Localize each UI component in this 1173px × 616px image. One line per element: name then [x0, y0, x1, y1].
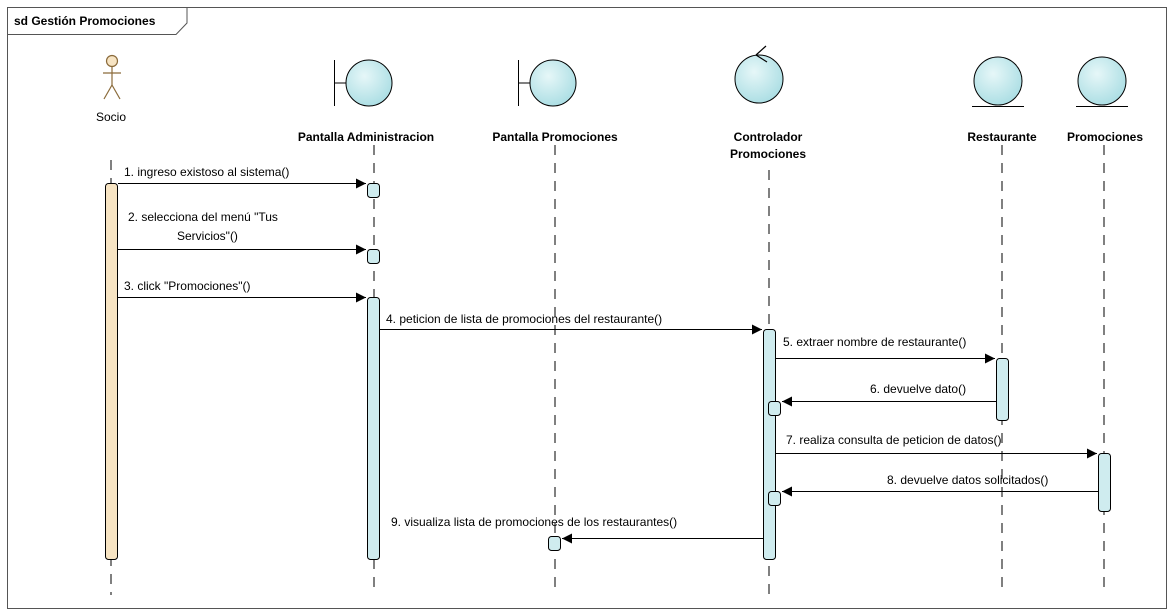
participant-label: Restaurante — [967, 130, 1037, 144]
message-label-2-line2: Servicios"() — [177, 229, 238, 243]
message-label-6: 6. devuelve dato() — [870, 382, 966, 396]
participant-label-line2: Promociones — [730, 147, 806, 161]
activation-admin-3 — [367, 297, 380, 560]
participant-pantalla-administracion: Pantalla Administracion — [298, 59, 434, 144]
message-label-3: 3. click "Promociones"() — [124, 279, 251, 293]
activation-controlador-return-2 — [768, 491, 781, 506]
participant-pantalla-promociones: Pantalla Promociones — [492, 59, 618, 144]
entity-icon — [972, 56, 1024, 107]
message-label-9: 9. visualiza lista de promociones de los… — [391, 515, 677, 529]
activation-controlador — [763, 329, 776, 560]
diagram-frame: sd Gestión Promociones — [7, 7, 1167, 609]
activation-admin-1 — [367, 183, 380, 198]
frame-title: sd Gestión Promociones — [14, 14, 156, 28]
message-label-7: 7. realiza consulta de peticion de datos… — [786, 433, 1001, 447]
participant-label-line1: Controlador — [734, 130, 803, 144]
activations — [105, 183, 1111, 560]
participant-label: Pantalla Promociones — [492, 130, 618, 144]
entity-icon — [1076, 56, 1128, 107]
message-labels: 1. ingreso existoso al sistema() 2. sele… — [124, 165, 1048, 529]
participant-label: Promociones — [1067, 130, 1143, 144]
activation-promociones — [1098, 453, 1111, 512]
participant-label: Pantalla Administracion — [298, 130, 434, 144]
message-label-8: 8. devuelve datos solicitados() — [887, 473, 1048, 487]
participant-promociones: Promociones — [1067, 56, 1143, 144]
actor-socio: Socio — [96, 54, 126, 124]
activation-pantalla-promociones — [548, 536, 561, 551]
message-label-2-line1: 2. selecciona del menú "Tus — [128, 210, 278, 224]
message-label-5: 5. extraer nombre de restaurante() — [783, 335, 966, 349]
boundary-icon — [334, 59, 393, 107]
control-icon — [734, 45, 784, 104]
message-label-4: 4. peticion de lista de promociones del … — [386, 312, 662, 326]
activation-controlador-return-1 — [768, 401, 781, 416]
participant-controlador-promociones: Controlador Promociones — [730, 45, 806, 161]
activation-socio — [105, 183, 118, 560]
activation-restaurante — [996, 358, 1009, 421]
activation-admin-2 — [367, 249, 380, 264]
actor-icon — [103, 54, 121, 100]
participant-restaurante: Restaurante — [967, 56, 1037, 144]
messages — [118, 178, 1098, 544]
message-label-1: 1. ingreso existoso al sistema() — [124, 165, 289, 179]
actor-socio-label: Socio — [96, 110, 126, 124]
boundary-icon — [518, 59, 577, 107]
